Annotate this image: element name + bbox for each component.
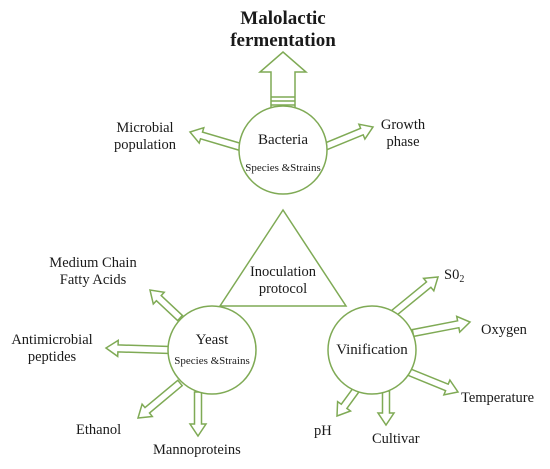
so2-main: S0 <box>444 267 460 283</box>
yeast-circle <box>167 305 257 395</box>
temperature-arrow <box>406 367 460 396</box>
bacteria-sublabel: Species &Strains <box>245 162 321 174</box>
inoculation-label: Inoculation protocol <box>233 264 333 298</box>
inoculation-triangle <box>218 208 348 307</box>
ph-label: pH <box>314 423 332 439</box>
diagram-title: Malolactic fermentation <box>213 8 353 52</box>
oxygen-arrow <box>411 315 472 338</box>
antimicrobial-line-1: Antimicrobial <box>11 332 93 348</box>
vinification-circle <box>327 305 417 395</box>
temperature-label: Temperature <box>461 390 535 406</box>
bacteria-label: Bacteria <box>258 132 308 148</box>
cultivar-arrow <box>376 390 396 427</box>
ph-arrow <box>336 386 360 418</box>
antimicrobial-peptides-arrow <box>104 339 171 358</box>
growth-phase-label: Growth phase <box>368 117 438 151</box>
vinification-label: Vinification <box>336 342 408 358</box>
microbial-line-1: Microbial <box>116 120 174 136</box>
microbial-line-2: population <box>113 137 177 153</box>
inoculation-line-2: protocol <box>258 281 308 297</box>
antimicrobial-peptides-label: Antimicrobial peptides <box>2 332 102 366</box>
ethanol-label: Ethanol <box>76 422 122 438</box>
so2-subscript: 2 <box>459 274 465 285</box>
growth-line-2: phase <box>386 134 420 150</box>
title-line-2: fermentation <box>230 30 336 51</box>
cultivar-label: Cultivar <box>372 431 420 447</box>
mcfa-line-2: Fatty Acids <box>59 272 127 288</box>
mannoproteins-label: Mannoproteins <box>153 442 241 458</box>
mcfa-label: Medium Chain Fatty Acids <box>38 255 148 289</box>
yeast-sublabel: Species &Strains <box>174 355 250 367</box>
ethanol-arrow <box>136 379 184 419</box>
factor-arrows <box>104 123 472 438</box>
bacteria-circle <box>238 105 328 195</box>
oxygen-label: Oxygen <box>481 322 527 338</box>
malolactic-arrow <box>257 51 309 111</box>
so2-label: S02 <box>444 267 464 288</box>
microbial-population-label: Microbial population <box>100 120 190 154</box>
yeast-label: Yeast <box>195 332 229 348</box>
growth-phase-arrow <box>319 123 375 153</box>
mcfa-line-1: Medium Chain <box>49 255 137 271</box>
mcfa-arrow <box>149 289 184 322</box>
mannoproteins-arrow <box>188 391 208 438</box>
growth-line-1: Growth <box>380 117 426 133</box>
microbial-population-arrow <box>188 126 246 153</box>
title-line-1: Malolactic <box>240 8 326 29</box>
antimicrobial-line-2: peptides <box>27 349 77 365</box>
inoculation-line-1: Inoculation <box>249 264 317 280</box>
so2-arrow <box>390 276 440 317</box>
